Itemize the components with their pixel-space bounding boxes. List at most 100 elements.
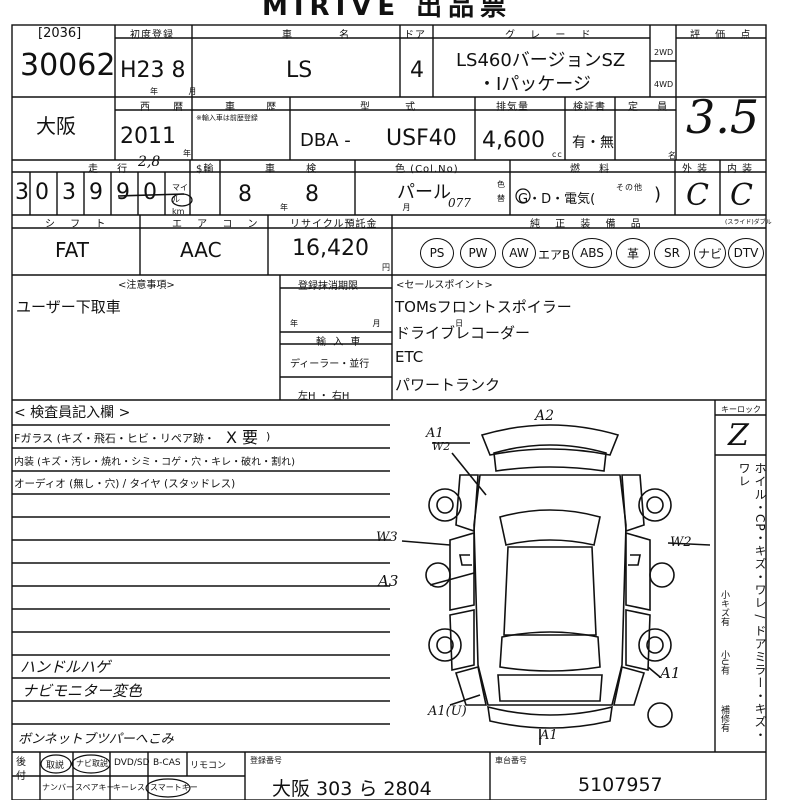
doors-value: 4 — [410, 58, 424, 83]
mileage-digits: 3 0 3 9 9 0 — [12, 180, 202, 210]
sales-point-4: パワートランク — [395, 376, 501, 394]
equipment-navi: ナビ — [694, 238, 726, 268]
color-change: 色替 — [497, 180, 505, 203]
deadline-label: 登録抹消期限 — [298, 281, 358, 292]
grade-label: グ レ ー ド — [505, 30, 597, 41]
mileage-digit: 3 — [15, 180, 29, 205]
displacement-value: 4,600 — [482, 128, 545, 153]
diagram-mark-a1u: A1(U) — [428, 704, 467, 719]
diagram-mark-w2-front: W2 — [432, 440, 451, 453]
equipment-slide-label: (スライド)ダブル — [725, 219, 772, 226]
history-note: ※輸入車は前歴登録 — [196, 114, 258, 122]
sales-point-1: TOMsフロントスポイラー — [395, 298, 572, 316]
side-small-2: 小U有 — [719, 650, 729, 675]
first-reg-value: H23 8 — [120, 58, 186, 83]
inspector-section-label: < 検査員記入欄 > — [14, 405, 131, 421]
equipment-leather: 革 — [616, 238, 650, 268]
fuel-value: G・D・電気( — [518, 192, 596, 207]
glass-line: Fガラス (キズ・飛石・ヒビ・リペア跡・ — [14, 432, 215, 445]
chassis-value: 5107957 — [578, 774, 663, 796]
interior-label: 内 装 — [727, 164, 754, 175]
exterior-value: C — [686, 178, 709, 213]
chassis-label: 車台番号 — [495, 756, 527, 765]
mileage-digit: 9 — [89, 180, 103, 205]
diagram-mark-a2: A2 — [535, 408, 555, 424]
equipment-label: 純 正 装 備 品 — [530, 219, 647, 230]
lot-number: 30062 — [20, 48, 116, 83]
diagram-mark-a1-front: A1 — [426, 426, 444, 441]
score-label: 評 価 点 — [690, 30, 757, 41]
equipment-dtv: DTV — [728, 238, 764, 268]
inspection-cert-value: 有・無 — [572, 135, 614, 151]
ac-label: エ ア コ ン — [172, 219, 264, 230]
caution-value: ユーザー下取車 — [16, 298, 121, 316]
score-value: 3.5 — [686, 90, 760, 144]
sheet-title: MIRIVE 出品票 — [262, 0, 513, 22]
ac-value: AAC — [180, 238, 222, 262]
color-label: 色 (Col.No) — [395, 164, 459, 175]
recycle-value: 16,420 — [292, 236, 369, 261]
exterior-label: 外 装 — [682, 164, 709, 175]
accessory-dvd-sd: DVD/SD — [114, 758, 150, 768]
import-label: $輸 — [196, 164, 215, 175]
accessory-bcas: B-CAS — [153, 758, 181, 768]
equipment-airbag: エアB — [538, 248, 571, 262]
fuel-g-circle — [515, 188, 531, 204]
accessory-circles — [40, 754, 191, 798]
grade-line-1: LS460バージョンSZ — [456, 50, 626, 71]
diagram-mark-w3: W3 — [376, 530, 398, 545]
region-value: 大阪 — [36, 114, 76, 138]
accessory-navi-manual: ナビ取説 — [76, 759, 108, 768]
year-label: 西 暦 — [140, 102, 194, 113]
reg-value: 大阪 303 ら 2804 — [272, 778, 432, 800]
mileage-digit: 0 — [143, 180, 157, 205]
accessory-manual: 取説 — [46, 761, 65, 771]
first-reg-unit: 年 月 — [150, 87, 211, 96]
handwritten-note-2: ナビモニター変色 — [22, 682, 143, 700]
accessory-plate: ナンバー — [42, 783, 74, 792]
car-inspection-units: 年 月 — [280, 203, 467, 212]
handwritten-note-1: ハンドルハゲ — [20, 658, 111, 676]
first-reg-label: 初度登録 — [130, 30, 174, 41]
sales-point-2: ドライブレコーダー — [395, 324, 531, 342]
drive-2wd: 2WD — [654, 48, 674, 57]
car-inspection-label: 車 検 — [265, 164, 331, 175]
capacity-unit: 名 — [668, 151, 677, 160]
fuel-label: 燃 料 — [570, 164, 618, 175]
mileage-label: 走 行 — [88, 164, 136, 175]
mileage-digit: 3 — [62, 180, 76, 205]
import-car-label: 輸 入 車 — [316, 337, 363, 348]
mileage-digit: 9 — [116, 180, 130, 205]
mileage-note: 2,8 — [138, 154, 161, 170]
accessory-smart-key: スマートキー — [150, 783, 198, 792]
car-inspection-year: 8 — [238, 182, 252, 207]
fuel-other: その他 — [616, 183, 643, 192]
km-circle — [171, 193, 193, 207]
year-unit: 年 — [183, 149, 192, 158]
model-value: USF40 — [386, 126, 457, 151]
dealer-label: ディーラー・並行 — [290, 359, 370, 370]
capacity-label: 定 員 — [628, 102, 676, 113]
mileage-strike — [118, 193, 185, 197]
sales-label: <セールスポイント> — [396, 280, 493, 291]
shift-value: FAT — [55, 238, 90, 262]
car-name-label: 車 名 — [282, 30, 372, 41]
deadline-unit: 年 月 日 — [290, 319, 500, 328]
car-damage-diagram — [401, 424, 710, 745]
model-prefix: DBA - — [300, 130, 351, 151]
color-value: パール — [397, 182, 451, 203]
color-code: 077 — [448, 196, 471, 210]
equipment-sr: SR — [654, 238, 690, 268]
mileage-digit: 0 — [35, 180, 49, 205]
shift-label: シ フ ト — [45, 219, 112, 230]
equipment-abs: ABS — [572, 238, 612, 268]
glass-close: ) — [266, 430, 271, 443]
lot-bracket: [2036] — [38, 26, 82, 41]
fuel-close: ) — [654, 184, 662, 205]
side-vertical-text: ホイル・CP・キズ・ワレ / ドアミラー・キズ・ワレ — [737, 462, 767, 742]
diagram-mark-w2-right: W2 — [670, 535, 692, 550]
inspection-cert-label: 検証書 — [573, 102, 606, 113]
drive-4wd: 4WD — [654, 80, 674, 89]
